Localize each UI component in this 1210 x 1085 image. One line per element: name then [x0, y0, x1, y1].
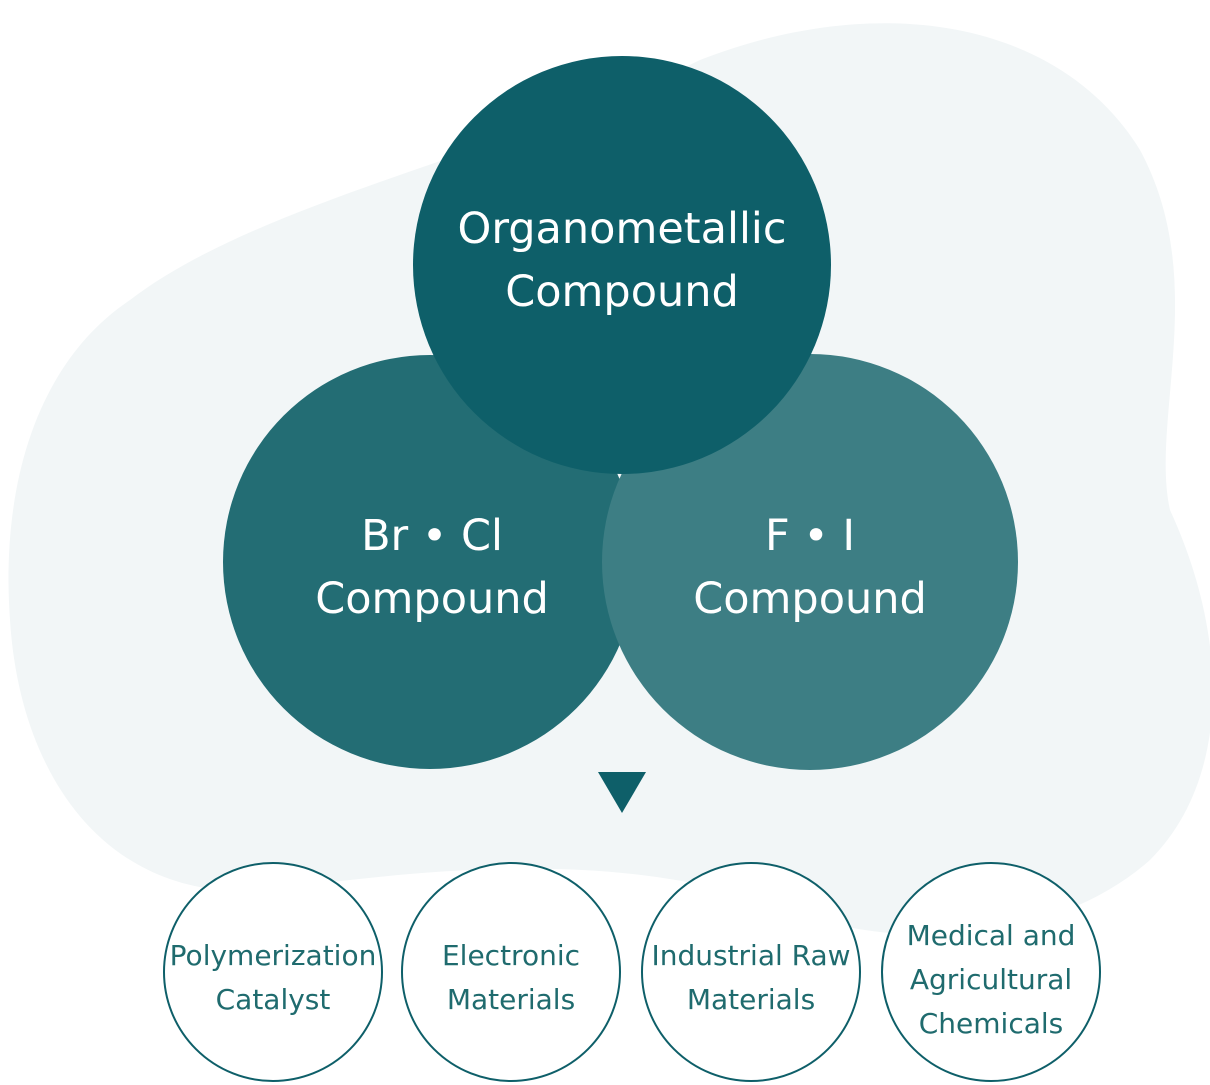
organometallic-label-line2: Compound — [505, 267, 739, 317]
organometallic-label-line1: Organometallic — [457, 204, 786, 254]
application-circle — [641, 862, 861, 1082]
application-circle — [401, 862, 621, 1082]
br-cl-label-line2: Compound — [315, 574, 549, 624]
application-label-line: Polymerization — [170, 939, 377, 972]
application-industrial-raw-materials: Industrial Raw Materials — [641, 862, 861, 1082]
application-circle — [881, 862, 1101, 1082]
down-triangle-icon — [598, 772, 646, 813]
application-label-line: Chemicals — [919, 1007, 1064, 1040]
application-label-line: Industrial Raw — [651, 939, 850, 972]
organometallic-compound-circle — [413, 56, 831, 474]
application-circle — [163, 862, 383, 1082]
application-label-line: Materials — [687, 983, 815, 1016]
application-polymerization-catalyst: Polymerization Catalyst — [163, 862, 383, 1082]
application-label-line: Electronic — [442, 939, 580, 972]
application-electronic-materials: Electronic Materials — [401, 862, 621, 1082]
f-i-label-line1: F • I — [765, 511, 855, 561]
application-medical-agricultural-chemicals: Medical and Agricultural Chemicals — [881, 862, 1101, 1082]
application-label-line: Catalyst — [216, 983, 331, 1016]
application-label-line: Agricultural — [910, 963, 1072, 996]
f-i-compound-circle — [602, 354, 1018, 770]
application-label-line: Medical and — [907, 919, 1076, 952]
br-cl-compound-circle — [223, 355, 637, 769]
f-i-label-line2: Compound — [693, 574, 927, 624]
br-cl-label-line1: Br • Cl — [361, 511, 503, 561]
application-label-line: Materials — [447, 983, 575, 1016]
